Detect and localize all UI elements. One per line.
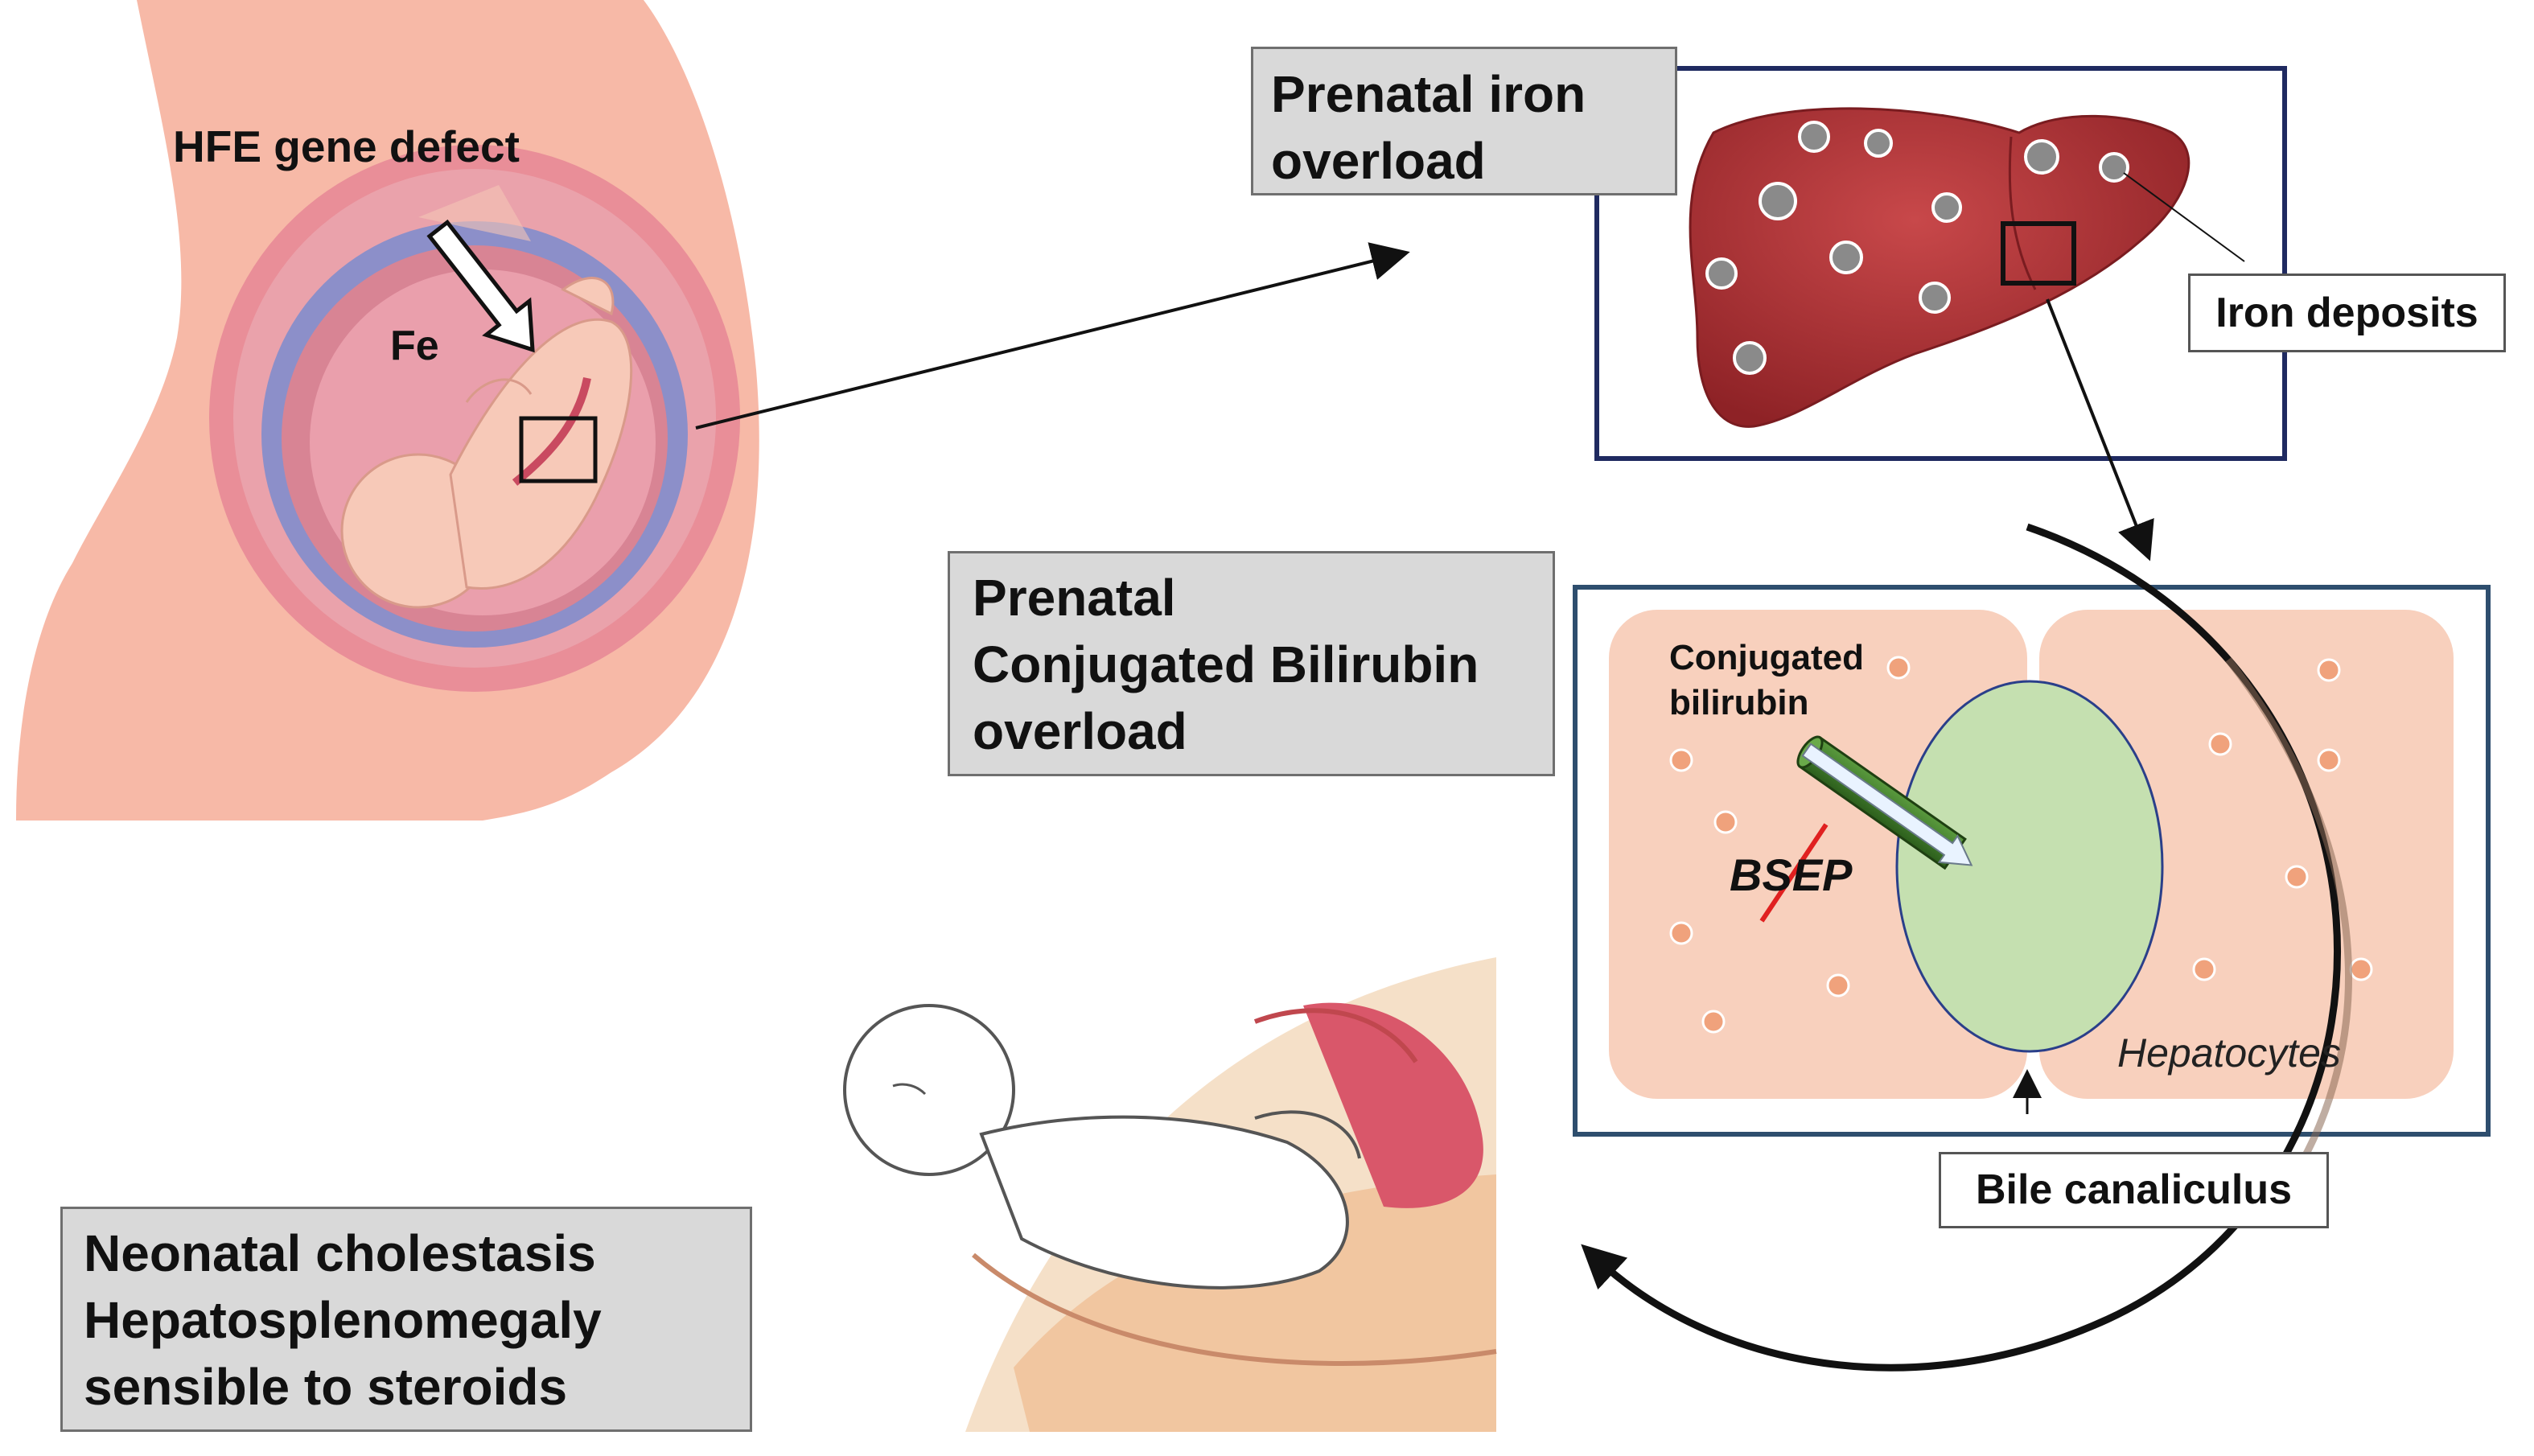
transporter-icon — [1796, 735, 1973, 870]
conjugated-bilirubin-label: Conjugated bilirubin — [1669, 635, 1864, 726]
bsep-strike — [1759, 823, 1829, 923]
fetus-illustration — [340, 277, 633, 609]
hollow-arrow-icon — [426, 219, 535, 353]
prenatal-bilirubin-box: Prenatal Conjugated Bilirubin overload — [948, 551, 1555, 776]
arrow-to-hepatocytes — [2046, 298, 2154, 561]
liver-frame — [1594, 66, 2287, 461]
prenatal-bilirubin-line-2: Conjugated Bilirubin — [973, 635, 1479, 694]
pregnant-woman-illustration — [16, 0, 759, 821]
conjugated-bilirubin-line-1: Conjugated — [1669, 638, 1864, 677]
neonatal-line-1: Neonatal cholestasis — [84, 1224, 596, 1282]
iron-deposit-pointer — [2123, 172, 2245, 262]
hfe-gene-defect-label: HFE gene defect — [173, 121, 520, 171]
zoom-box-fetus — [519, 416, 598, 483]
bsep-label: BSEP — [1730, 849, 1853, 900]
neonatal-line-3: sensible to steroids — [84, 1358, 568, 1417]
bile-canaliculus-lumen — [1895, 680, 2164, 1053]
hepatocyte-frame — [1573, 585, 2491, 1137]
prenatal-bilirubin-line-1: Prenatal — [973, 569, 1176, 627]
hepatocytes-label: Hepatocytes — [2117, 1030, 2341, 1076]
prenatal-bilirubin-line-3: overload — [973, 702, 1187, 761]
neonatal-line-2: Hepatosplenomegaly — [84, 1291, 602, 1350]
bile-canaliculus-label: Bile canaliculus — [1939, 1152, 2329, 1228]
zoom-box-liver — [2001, 221, 2076, 286]
prenatal-iron-line-1: Prenatal iron — [1271, 65, 1586, 123]
arrow-to-liver — [695, 242, 1410, 430]
liver-illustration — [1689, 107, 2245, 428]
iron-deposits-label: Iron deposits — [2188, 274, 2506, 352]
prenatal-iron-line-2: overload — [1271, 132, 1486, 191]
neonatal-outcome-box: Neonatal cholestasis Hepatosplenomegaly … — [60, 1207, 752, 1432]
fe-label: Fe — [390, 323, 439, 369]
curved-arrow-overlay — [2225, 657, 2353, 1193]
prenatal-iron-box: Prenatal iron overload — [1251, 47, 1677, 195]
newborn-illustration — [843, 957, 1497, 1432]
conjugated-bilirubin-line-2: bilirubin — [1669, 682, 1809, 722]
